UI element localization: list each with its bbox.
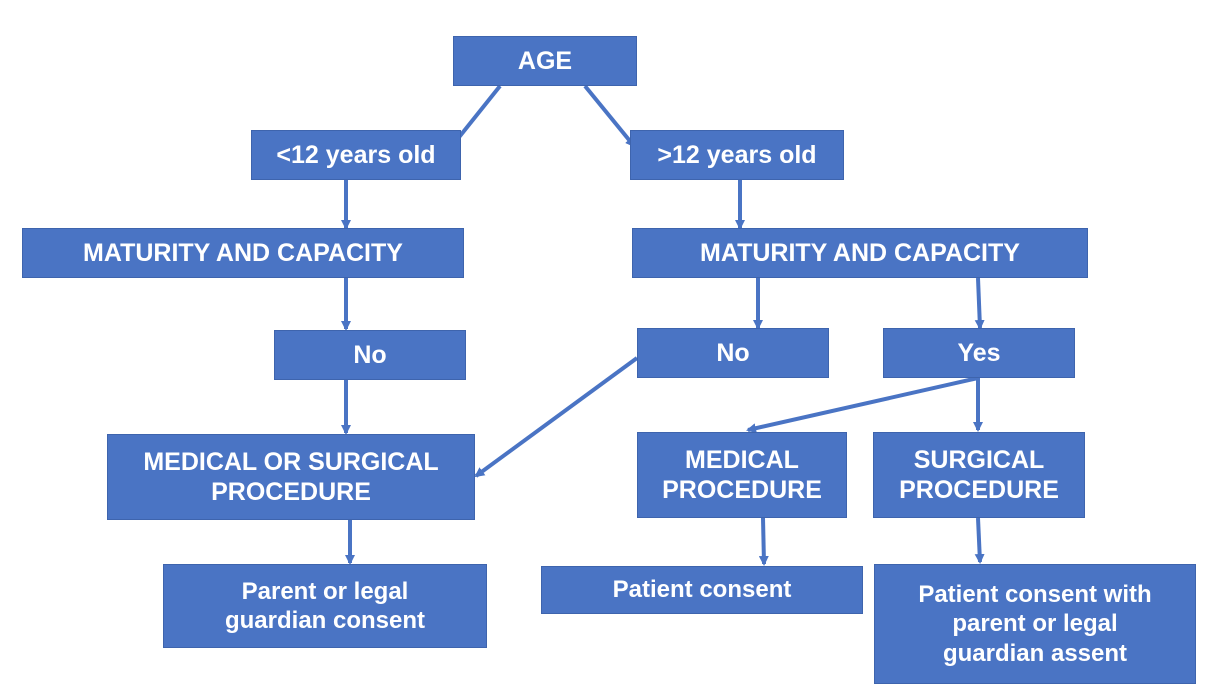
node-surgical-line-2: PROCEDURE xyxy=(899,476,1059,504)
node-surgical-line-1: SURGICAL xyxy=(913,445,1045,474)
node-under-12-label: <12 years old xyxy=(276,140,436,169)
node-yes-label: Yes xyxy=(957,338,1001,367)
node-under-12: <12 years old xyxy=(251,130,461,180)
node-patient-consent-with-assent: Patient consent with parent or legal gua… xyxy=(874,564,1196,684)
node-no-left: No xyxy=(274,330,466,380)
arrow-maturity-right-to-yes xyxy=(974,277,985,330)
arrow-medical-to-patient-consent xyxy=(758,517,769,566)
node-parent-consent-line-2: guardian consent xyxy=(224,607,426,634)
node-surgical-procedure: SURGICAL PROCEDURE xyxy=(873,432,1085,518)
arrow-no-right-to-procedure xyxy=(474,356,639,478)
node-mos-line-2: PROCEDURE xyxy=(211,478,371,506)
node-no-right: No xyxy=(637,328,829,378)
node-medical-line-2: PROCEDURE xyxy=(662,476,822,504)
node-parent-consent-line-1: Parent or legal xyxy=(241,577,409,605)
node-maturity-left: MATURITY AND CAPACITY xyxy=(22,228,464,278)
node-over-12-label: >12 years old xyxy=(657,140,817,169)
node-assent-line-3: guardian assent xyxy=(942,639,1128,667)
node-no-left-label: No xyxy=(353,340,387,369)
node-patient-consent: Patient consent xyxy=(541,566,863,614)
node-age: AGE xyxy=(453,36,637,86)
arrow-yes-to-medical xyxy=(746,376,979,434)
arrow-surgical-to-patient-assent xyxy=(974,517,985,564)
node-medical-line-1: MEDICAL xyxy=(685,445,799,474)
node-maturity-left-label: MATURITY AND CAPACITY xyxy=(83,238,403,267)
node-medical-procedure: MEDICAL PROCEDURE xyxy=(637,432,847,518)
node-parent-guardian-consent: Parent or legal guardian consent xyxy=(163,564,487,648)
node-maturity-right: MATURITY AND CAPACITY xyxy=(632,228,1088,278)
node-yes: Yes xyxy=(883,328,1075,378)
node-assent-line-1: Patient consent with xyxy=(918,581,1152,609)
node-mos-line-1: MEDICAL OR SURGICAL xyxy=(143,447,439,476)
node-medical-or-surgical-procedure: MEDICAL OR SURGICAL PROCEDURE xyxy=(107,434,475,520)
node-patient-consent-label: Patient consent xyxy=(612,576,792,604)
node-no-right-label: No xyxy=(716,338,750,367)
node-over-12: >12 years old xyxy=(630,130,844,180)
arrow-age-to-over12 xyxy=(583,84,636,148)
node-maturity-right-label: MATURITY AND CAPACITY xyxy=(700,238,1020,267)
node-age-label: AGE xyxy=(517,46,573,75)
node-assent-line-2: parent or legal xyxy=(952,610,1118,638)
